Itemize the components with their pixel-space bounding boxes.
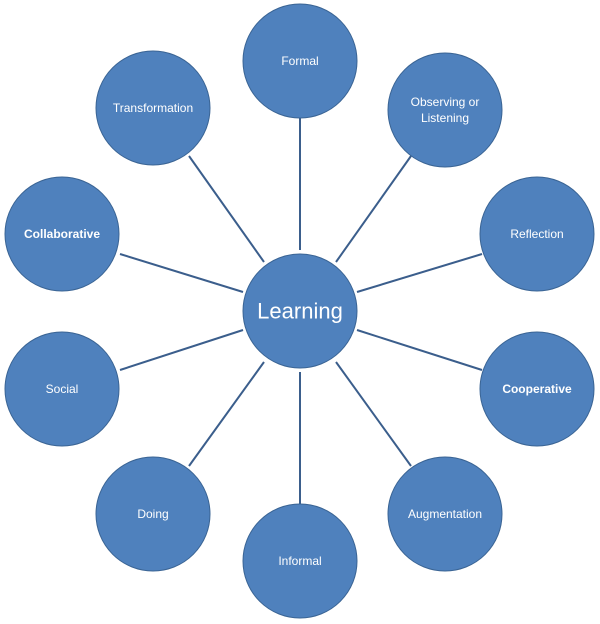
node-transformation-circle [95, 50, 211, 166]
node-transformation-label: Transformation [113, 101, 193, 115]
connectors [119, 118, 483, 504]
node-observing-label-line1: Observing or [411, 95, 480, 109]
node-informal: Informal [242, 503, 358, 619]
node-observing: Observing or Listening [387, 52, 503, 168]
node-social: Social [4, 331, 120, 447]
center-circle [242, 253, 358, 369]
node-augmentation-circle [387, 456, 503, 572]
node-doing-label: Doing [137, 507, 168, 521]
connector-reflection [356, 253, 483, 293]
node-formal-label: Formal [281, 54, 318, 68]
node-collaborative: Collaborative [4, 176, 120, 292]
node-social-circle [4, 331, 120, 447]
connector-augmentation [335, 361, 412, 467]
node-doing: Doing [95, 456, 211, 572]
connector-collaborative [119, 253, 244, 293]
node-doing-circle [95, 456, 211, 572]
node-cooperative-label: Cooperative [502, 382, 572, 396]
node-collaborative-label: Collaborative [24, 227, 100, 241]
connector-observing [335, 155, 412, 263]
node-reflection-circle [479, 176, 595, 292]
node-social-label: Social [46, 382, 79, 396]
node-reflection: Reflection [479, 176, 595, 292]
node-collaborative-circle [4, 176, 120, 292]
node-transformation: Transformation [95, 50, 211, 166]
center-node-learning: Learning [242, 253, 358, 369]
node-cooperative: Cooperative [479, 331, 595, 447]
node-observing-circle [387, 52, 503, 168]
node-augmentation: Augmentation [387, 456, 503, 572]
node-augmentation-label: Augmentation [408, 507, 482, 521]
connector-social [119, 329, 244, 371]
connector-doing [188, 361, 265, 467]
center-label: Learning [257, 299, 343, 324]
connector-cooperative [356, 329, 483, 371]
node-formal-circle [242, 3, 358, 119]
node-cooperative-circle [479, 331, 595, 447]
node-observing-label-line2: Listening [421, 111, 469, 125]
node-formal: Formal [242, 3, 358, 119]
node-informal-circle [242, 503, 358, 619]
node-informal-label: Informal [278, 554, 321, 568]
node-reflection-label: Reflection [510, 227, 563, 241]
connector-transformation [188, 155, 265, 263]
